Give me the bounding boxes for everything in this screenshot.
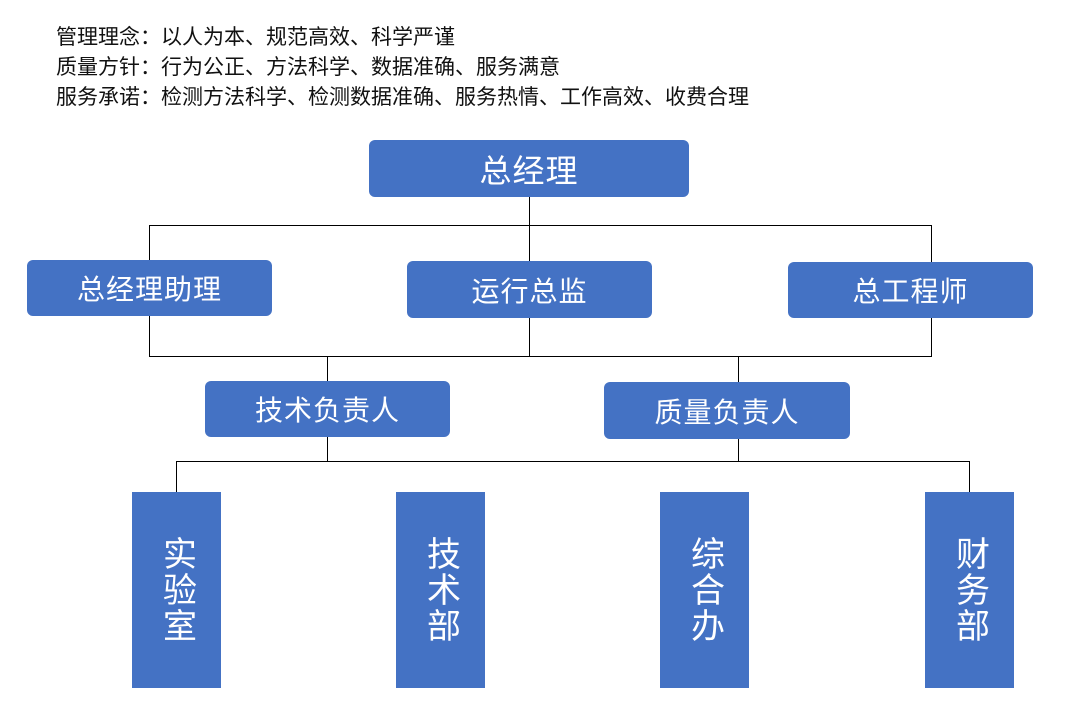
quality-manager-box: 质量负责人 [604,382,850,439]
chief-engineer-box: 总工程师 [788,262,1033,318]
technical-dept-label: 技术部 [420,536,461,644]
management-philosophy: 管理理念：以人为本、规范高效、科学严谨 [56,25,455,49]
general-office-label: 综合办 [684,536,725,644]
laboratory-dept-label: 实验室 [156,536,197,644]
finance-dept-label: 财务部 [949,536,990,644]
general-office-box: 综合办 [660,492,749,688]
gm-assistant-label: 总经理助理 [76,273,222,306]
chief-engineer-label: 总工程师 [852,275,969,308]
finance-dept-box: 财务部 [925,492,1014,688]
laboratory-dept-box: 实验室 [132,492,221,688]
operations-director-box: 运行总监 [407,261,652,318]
operations-director-label: 运行总监 [471,274,588,308]
technical-manager-label: 技术负责人 [254,394,400,427]
technical-manager-box: 技术负责人 [205,381,450,437]
quality-policy: 质量方针：行为公正、方法科学、数据准确、服务满意 [56,55,560,79]
technical-dept-box: 技术部 [396,492,485,688]
gm-assistant-box: 总经理助理 [27,260,272,316]
general-manager-box: 总经理 [369,140,689,197]
quality-manager-label: 质量负责人 [654,395,800,429]
service-commitment: 服务承诺：检测方法科学、检测数据准确、服务热情、工作高效、收费合理 [56,85,749,109]
philosophy-header: 管理理念：以人为本、规范高效、科学严谨 质量方针：行为公正、方法科学、数据准确、… [56,22,749,112]
general-manager-label: 总经理 [479,151,579,190]
